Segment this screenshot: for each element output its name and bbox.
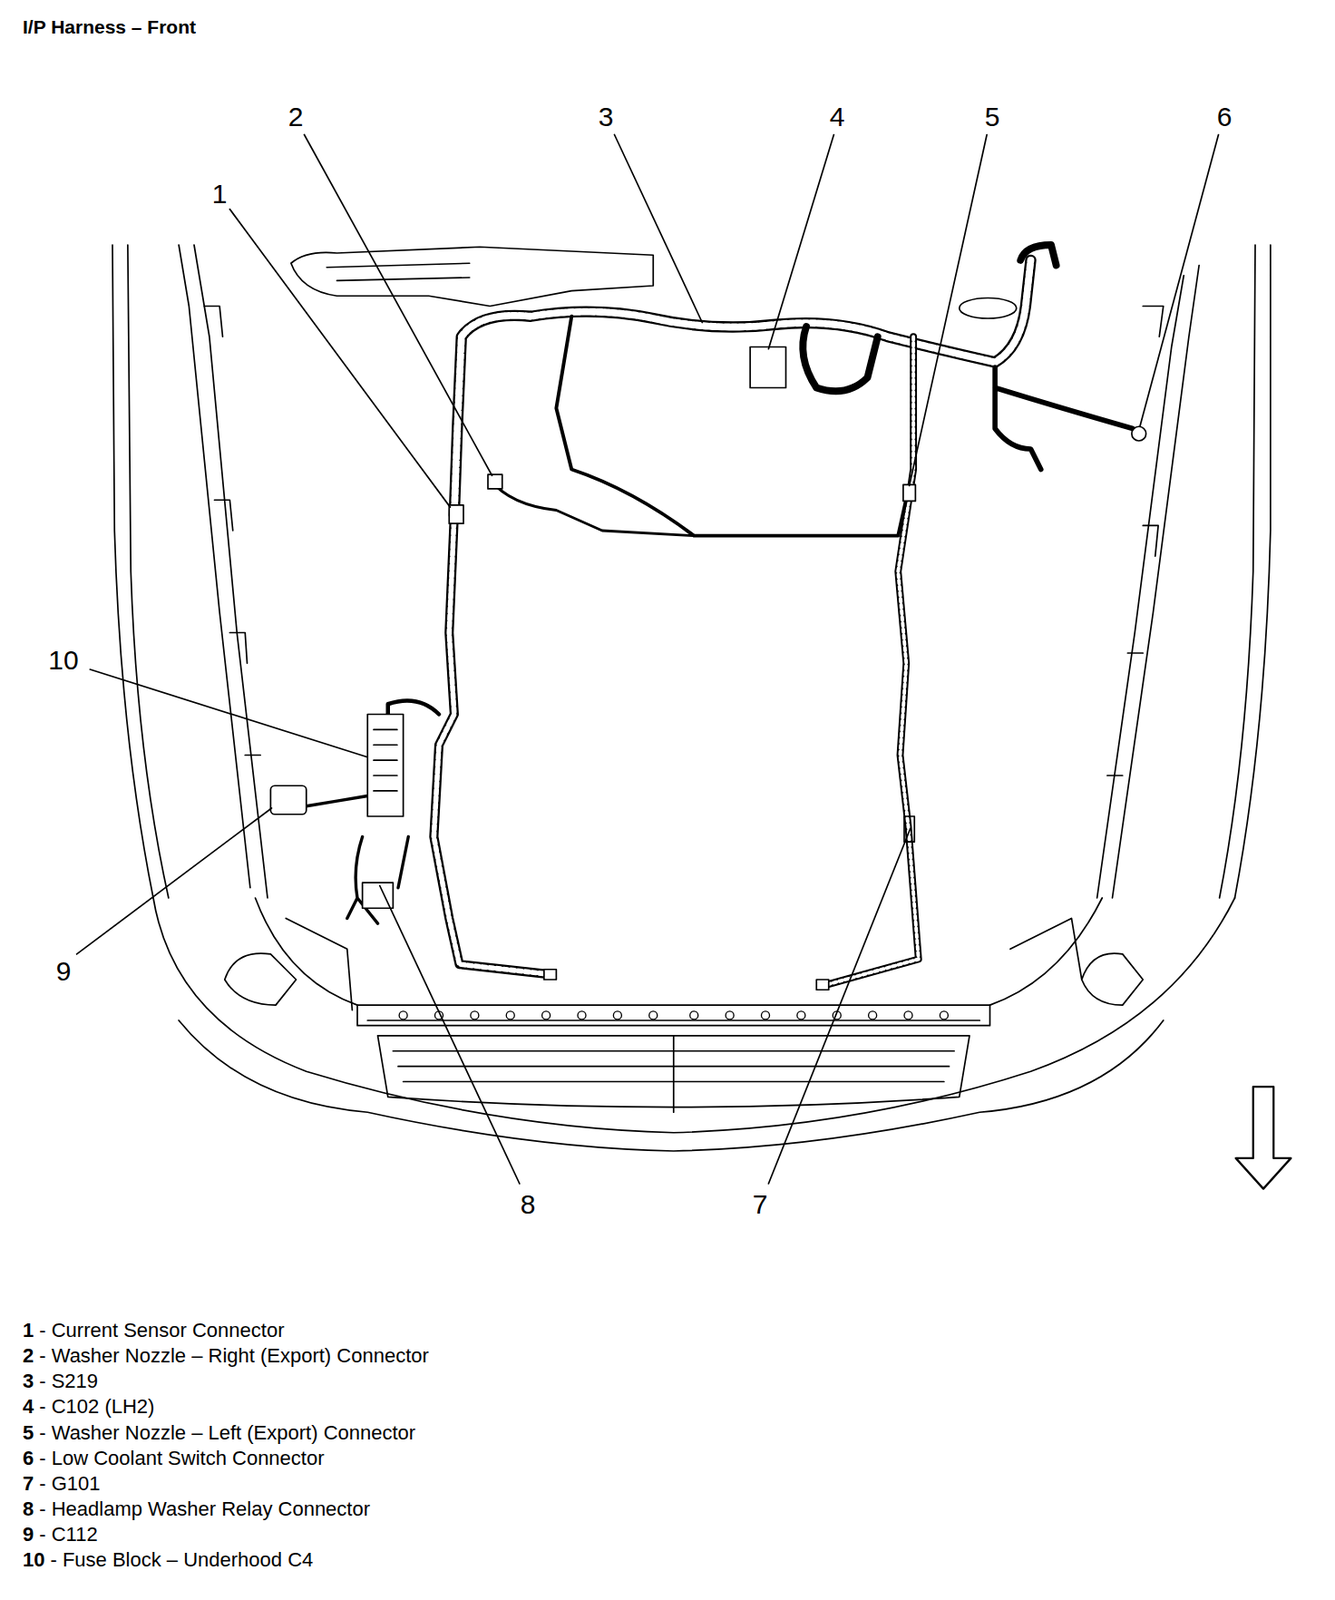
key-row: 9- C112 [22, 1522, 98, 1547]
callout-number: 5 [983, 103, 1003, 131]
key-description: - G101 [38, 1471, 100, 1496]
wire-harness [306, 244, 1133, 985]
key-number: 5 [22, 1421, 34, 1445]
cowl-assembly [291, 246, 653, 306]
c112-connector [270, 785, 306, 815]
fuse-block-c4 [367, 714, 403, 818]
key-description: - Current Sensor Connector [38, 1318, 284, 1343]
key-row: 1- Current Sensor Connector [22, 1318, 284, 1343]
washer-nozzle-right-connector [487, 474, 503, 489]
leader-lines [77, 135, 1219, 1185]
callout-number: 4 [828, 103, 848, 131]
callout-number: 7 [750, 1190, 770, 1219]
grommet [959, 298, 1017, 320]
left-fender [112, 244, 268, 898]
left-fender-detail [204, 306, 261, 756]
end-connector-right [816, 979, 829, 990]
key-description: - C102 (LH2) [38, 1394, 155, 1419]
key-description: - Headlamp Washer Relay Connector [38, 1497, 371, 1521]
key-number: 10 [22, 1548, 45, 1572]
key-row: 2- Washer Nozzle – Right (Export) Connec… [22, 1344, 429, 1368]
bumper-bar [357, 1004, 991, 1026]
fuse-block-ribs [373, 729, 398, 791]
key-description: - Low Coolant Switch Connector [38, 1446, 324, 1471]
key-row: 3- S219 [22, 1369, 98, 1394]
washer-nozzle-left-connector [903, 484, 916, 501]
key-number: 4 [22, 1394, 34, 1419]
key-description: - C112 [38, 1522, 98, 1547]
key-row: 5- Washer Nozzle – Left (Export) Connect… [22, 1421, 416, 1445]
end-connector-left [544, 969, 557, 980]
current-sensor-connector [448, 505, 464, 524]
key-description: - S219 [38, 1369, 98, 1394]
right-fender-detail [1107, 306, 1164, 777]
right-fender [1097, 244, 1271, 898]
bumper-lower [178, 1020, 1164, 1151]
callout-number: 2 [286, 103, 306, 131]
key-row: 6- Low Coolant Switch Connector [22, 1446, 325, 1471]
callout-number: 9 [54, 957, 74, 985]
key-row: 4- C102 (LH2) [22, 1394, 155, 1419]
key-row: 10- Fuse Block – Underhood C4 [22, 1548, 313, 1572]
key-number: 1 [22, 1318, 34, 1343]
key-description: - Washer Nozzle – Right (Export) Connect… [38, 1344, 429, 1368]
key-description: - Fuse Block – Underhood C4 [49, 1548, 313, 1572]
front-arrow [1236, 1086, 1292, 1189]
diagram-title: I/P Harness – Front [22, 16, 196, 39]
grille [378, 1035, 971, 1112]
callout-number: 1 [210, 180, 230, 208]
low-coolant-switch-connector [1131, 426, 1147, 441]
callout-number: 10 [46, 646, 80, 674]
bumper-upper [255, 897, 1103, 1005]
key-number: 3 [22, 1369, 34, 1394]
bumper-bolts [399, 1011, 948, 1020]
key-number: 6 [22, 1446, 34, 1471]
callout-number: 3 [596, 103, 616, 131]
key-number: 9 [22, 1522, 34, 1547]
left-headlamp-bracket [224, 918, 353, 1011]
right-headlamp-bracket [1010, 918, 1143, 1006]
key-description: - Washer Nozzle – Left (Export) Connecto… [38, 1421, 416, 1445]
callout-number: 6 [1215, 103, 1235, 131]
key-row: 8- Headlamp Washer Relay Connector [22, 1497, 371, 1521]
key-number: 7 [22, 1471, 34, 1496]
callout-number: 8 [518, 1190, 538, 1219]
key-number: 2 [22, 1344, 34, 1368]
bumper [153, 897, 1236, 1133]
key-number: 8 [22, 1497, 34, 1521]
c102-connector [750, 347, 786, 389]
key-row: 7- G101 [22, 1471, 101, 1496]
